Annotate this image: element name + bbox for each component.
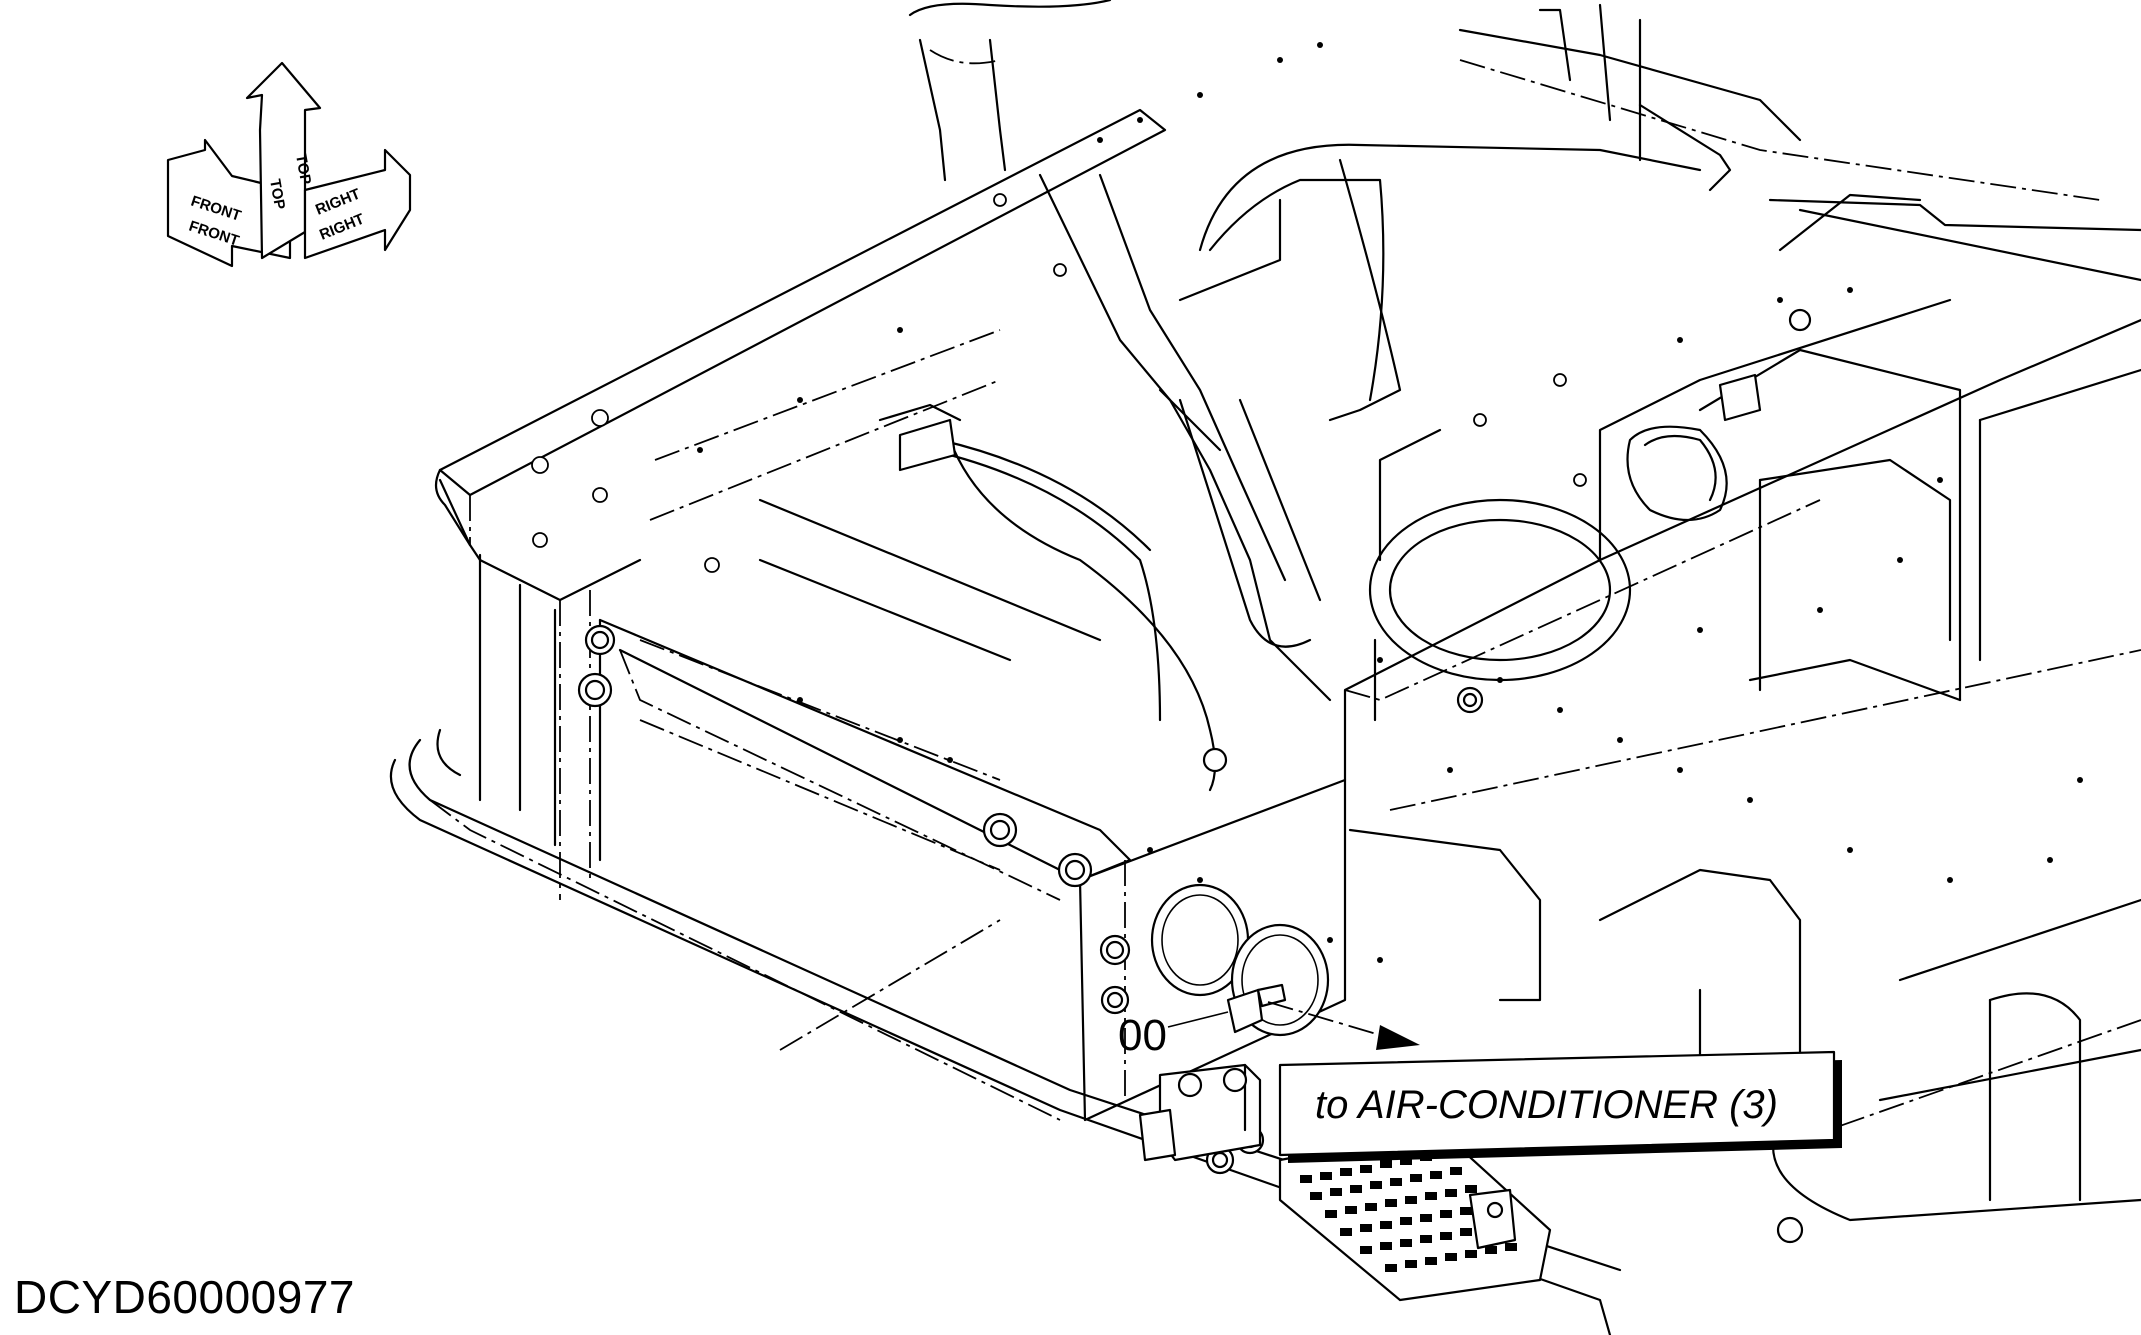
callout-leader xyxy=(1167,1001,1420,1050)
orientation-top-label: TOP xyxy=(292,153,314,186)
step-grid-plate xyxy=(1278,1128,1552,1302)
direction-arrow-icon xyxy=(1376,1025,1420,1050)
callout-box: to AIR-CONDITIONER (3) xyxy=(1278,1050,1842,1163)
part-number-label: 00 xyxy=(1118,1011,1167,1060)
gauge-port-assembly xyxy=(1138,883,1330,1162)
drawing-id: DCYD60000977 xyxy=(14,1271,356,1323)
elbow-fitting xyxy=(1226,988,1264,1034)
orientation-arrows-icon: FRONT FRONT TOP TOP RIGHT RIGHT xyxy=(166,61,412,268)
mounting-holes xyxy=(531,42,2083,963)
callout-label: to AIR-CONDITIONER (3) xyxy=(1315,1083,1778,1127)
upper-frame-linework xyxy=(389,0,2141,1335)
orientation-top-label-flipped: TOP xyxy=(266,178,288,211)
